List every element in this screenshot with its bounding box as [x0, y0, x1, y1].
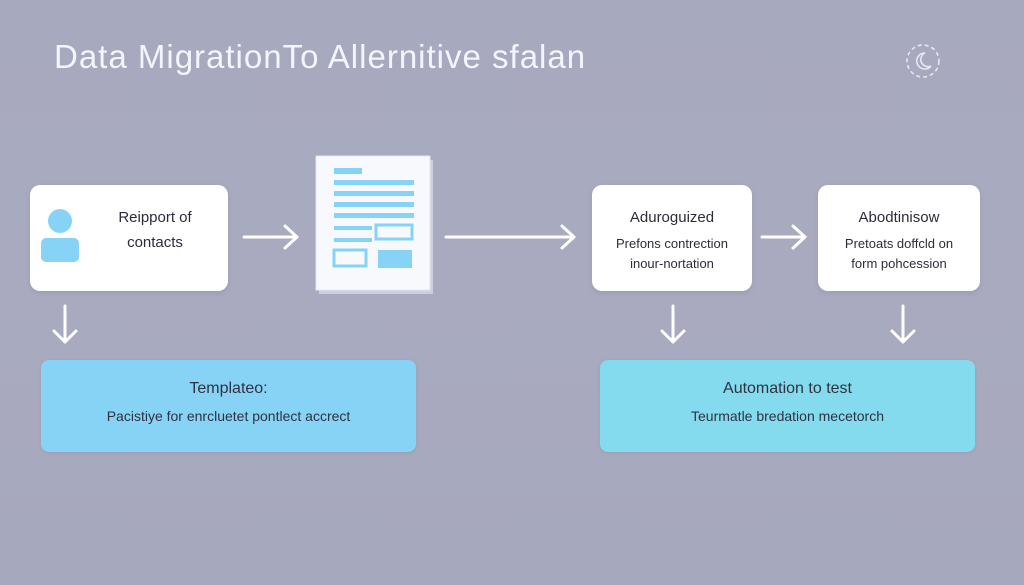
template-panel: Templateo: Pacistiye for enrcluetet pont… — [41, 360, 416, 452]
moon-icon — [906, 44, 940, 78]
down-arrow-icon — [890, 304, 916, 344]
arrow-icon — [444, 224, 576, 250]
down-arrow-icon — [660, 304, 686, 344]
down-arrow-icon — [52, 304, 78, 344]
adurogized-line2: inour-nortation — [630, 256, 714, 271]
document-icon — [315, 155, 433, 294]
contacts-line1: Reipport of — [118, 209, 192, 226]
abodtinisow-line1: Pretoats doffcld on — [844, 236, 954, 251]
template-panel-title: Templateo: — [189, 380, 268, 397]
automation-panel: Automation to test Teurmatle bredation m… — [600, 360, 975, 452]
person-icon — [41, 209, 79, 262]
template-panel-subtitle: Pacistiye for enrcluetet pontlect accrec… — [106, 408, 351, 424]
arrow-icon — [760, 224, 807, 250]
automation-panel-title: Automation to test — [723, 380, 852, 397]
arrow-icon — [242, 224, 299, 250]
abodtinisow-title: Abodtinisow — [858, 209, 940, 226]
abodtinisow-node: Abodtinisow Pretoats doffcld on form poh… — [818, 185, 980, 291]
automation-panel-subtitle: Teurmatle bredation mecetorch — [691, 408, 884, 424]
adurogized-node: Aduroguized Prefons contrection inour-no… — [592, 185, 752, 291]
abodtinisow-line2: form pohcession — [851, 256, 947, 271]
adurogized-line1: Prefons contrection — [615, 236, 728, 251]
adurogized-title: Aduroguized — [629, 209, 715, 226]
diagram-title: Data MigrationTo Allernitive sfalan — [54, 38, 587, 75]
contacts-node: Reipport of contacts — [30, 185, 228, 291]
contacts-line2: contacts — [127, 234, 183, 251]
